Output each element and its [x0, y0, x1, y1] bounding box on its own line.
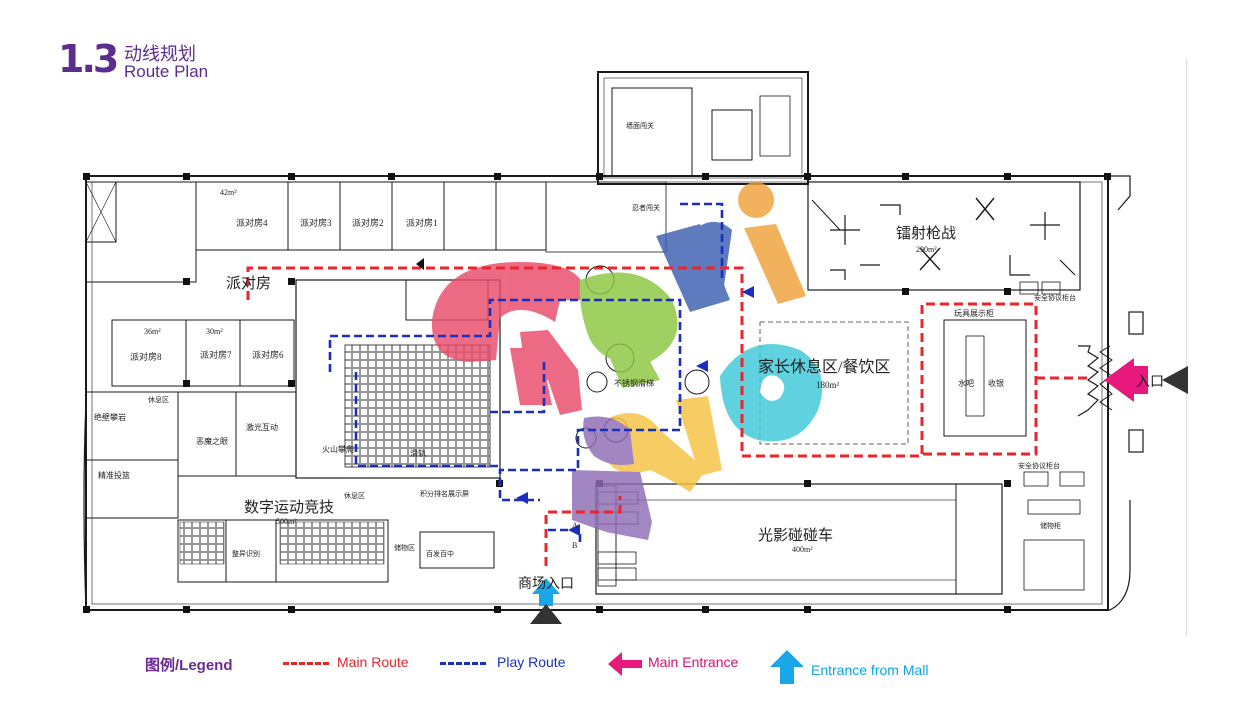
- legend-title: 图例/Legend: [145, 657, 233, 674]
- label-shooting: 镭射枪战: [896, 225, 956, 242]
- label-parent-area: 180m²: [816, 380, 840, 390]
- label-party-room-8: 派对房8: [130, 351, 162, 362]
- label-hundred-hit: 百发百中: [426, 549, 454, 558]
- legend: 图例/Legend Main Route Play Route Main Ent…: [0, 648, 1237, 688]
- label-bumper-area: 400m²: [792, 545, 813, 554]
- page-title-cn: 动线规划: [124, 44, 196, 64]
- route-arrows: [416, 258, 754, 536]
- label-parent-dining: 家长休息区/餐饮区: [758, 358, 890, 376]
- label-wall-pass: 墙面闯关: [626, 121, 654, 130]
- label-safety-desk: 安全协议柜台: [1034, 293, 1076, 302]
- label-digital-sports: 数字运动竞技: [244, 498, 334, 516]
- legend-main-entrance-icon: [608, 652, 642, 676]
- legend-main-entrance-label: Main Entrance: [648, 654, 739, 670]
- label-body-recognition: 整异识别: [232, 549, 260, 558]
- main-entrance-arrow: [1104, 358, 1148, 402]
- legend-mall-entrance-label: Entrance from Mall: [811, 662, 929, 678]
- label-stainless-slide: 不锈钢滑梯: [614, 378, 654, 388]
- label-ninja-pass: 忍者闯关: [632, 203, 660, 212]
- label-storage-cabinet: 储物柜: [1040, 521, 1061, 530]
- section-number: 1.3: [58, 37, 119, 81]
- legend-play-route-swatch: [440, 662, 486, 665]
- label-climbing: 绝壁攀岩: [94, 412, 126, 422]
- label-storage-area: 储物区: [394, 543, 415, 552]
- label-devil-eye: 恶魔之眼: [196, 436, 228, 446]
- label-entrance: 入口: [1136, 375, 1164, 390]
- mall-entrance-marker: [530, 604, 562, 624]
- label-rank-display: 积分排名展示屏: [420, 489, 469, 498]
- label-toy-cabinet: 玩具展示柜: [954, 308, 994, 318]
- label-room-area-42: 42m²: [220, 188, 237, 197]
- building-walls: [83, 71, 1144, 611]
- room-labels: 派对房 42m² 派对房4 派对房3 派对房2 派对房1 36m² 派对房8 3…: [94, 121, 1164, 592]
- label-shooting-area: 290m²: [916, 245, 937, 254]
- main-route: [246, 266, 1088, 566]
- label-mall-entrance: 商场入口: [518, 576, 574, 592]
- label-rest-area-2: 休息区: [344, 491, 365, 500]
- label-party-house: 派对房: [226, 275, 271, 292]
- legend-mall-entrance-icon: [770, 650, 804, 684]
- pillars: [83, 173, 1111, 613]
- label-volcano-climb: 火山攀爬: [322, 444, 354, 454]
- label-rest-area: 休息区: [148, 395, 169, 404]
- label-party-room-6: 派对房6: [252, 349, 284, 360]
- label-party-room-2: 派对房2: [352, 217, 384, 228]
- label-bar: 水吧: [958, 378, 974, 388]
- label-zone-b: B: [572, 541, 577, 550]
- main-entrance-marker: [1162, 366, 1188, 394]
- label-room-area-36: 36m²: [144, 327, 161, 336]
- legend-main-route-label: Main Route: [337, 654, 409, 670]
- label-light-bumper: 光影碰碰车: [758, 527, 833, 544]
- label-precise-shot: 精准投篮: [98, 470, 130, 480]
- label-digital-area: 500m²: [276, 517, 297, 526]
- label-safety-desk-2: 安全协议柜台: [1018, 461, 1060, 470]
- label-party-room-4: 派对房4: [236, 217, 268, 228]
- label-cashier: 收银: [988, 378, 1004, 388]
- right-divider: [1186, 58, 1187, 636]
- legend-main-route-swatch: [283, 662, 329, 665]
- label-party-room-1: 派对房1: [406, 217, 438, 228]
- label-party-room-7: 派对房7: [200, 349, 232, 360]
- label-slide: 滑轨: [410, 448, 426, 458]
- label-laser-interact: 激光互动: [246, 422, 278, 432]
- label-party-room-3: 派对房3: [300, 217, 332, 228]
- legend-play-route-label: Play Route: [497, 654, 566, 670]
- label-room-area-30: 30m²: [206, 327, 223, 336]
- mall-entrance-arrow: [532, 578, 560, 606]
- label-zone-a: A: [572, 521, 578, 530]
- page-title-en: Route Plan: [124, 62, 209, 81]
